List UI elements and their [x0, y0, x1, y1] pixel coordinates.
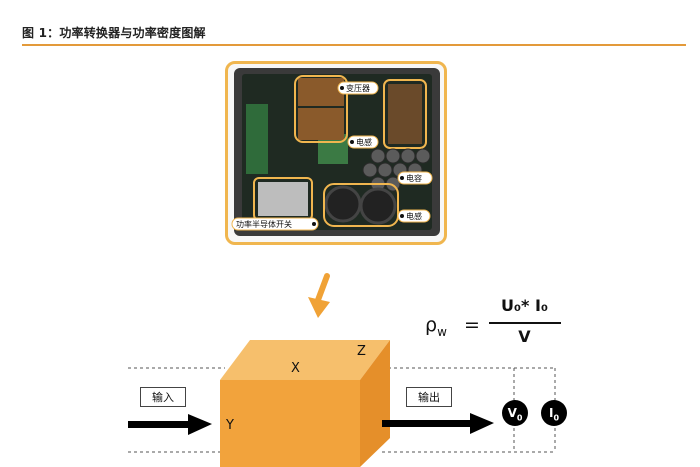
converter-photo: 变压器 电感 电容 电感 功率半导体开关	[225, 61, 447, 245]
current-node: I0	[541, 400, 567, 426]
callout-switch: 功率半导体开关	[236, 219, 292, 229]
transformer-bottom	[298, 108, 344, 140]
cube-label-y: Y	[226, 418, 234, 433]
callout-inductor-1: 电感	[356, 137, 372, 147]
upper-right-outline	[383, 79, 427, 149]
power-density-formula: ρw = U₀* I₀ V	[425, 296, 565, 356]
transformer-outline	[294, 75, 348, 143]
fraction-bar	[489, 322, 561, 324]
cube-top-face	[220, 340, 390, 380]
cube-label-x: X	[291, 361, 300, 376]
heatsink	[258, 182, 308, 216]
input-label: 输入	[140, 387, 186, 407]
cube-label-z: Z	[357, 344, 366, 359]
callout-capacitor: 电容	[406, 173, 422, 183]
cube-side-face	[360, 340, 390, 467]
output-arrow	[382, 413, 494, 434]
upper-right-module	[388, 84, 422, 144]
cube-front-face	[220, 380, 360, 467]
callout-transformer: 变压器	[346, 83, 370, 93]
callout-inductor-2: 电感	[406, 211, 422, 221]
pointer-arrow	[308, 273, 330, 318]
converter-board-illustration: 变压器 电感 电容 电感 功率半导体开关	[231, 68, 440, 236]
output-label: 输出	[406, 387, 452, 407]
formula-equals: =	[464, 314, 480, 336]
transformer-top	[298, 78, 344, 106]
formula-lhs: ρw	[425, 314, 447, 339]
volume-cube	[220, 340, 390, 467]
title-divider	[22, 44, 686, 46]
figure-title: 图 1：功率转换器与功率密度图解	[22, 26, 206, 40]
green-board-left	[246, 104, 268, 174]
voltage-node: V0	[502, 400, 528, 426]
inductor-right	[359, 187, 397, 225]
formula-numerator: U₀* I₀	[501, 296, 548, 315]
input-arrow	[128, 414, 212, 435]
formula-denominator: V	[518, 327, 531, 346]
inductor-outline	[323, 183, 399, 227]
